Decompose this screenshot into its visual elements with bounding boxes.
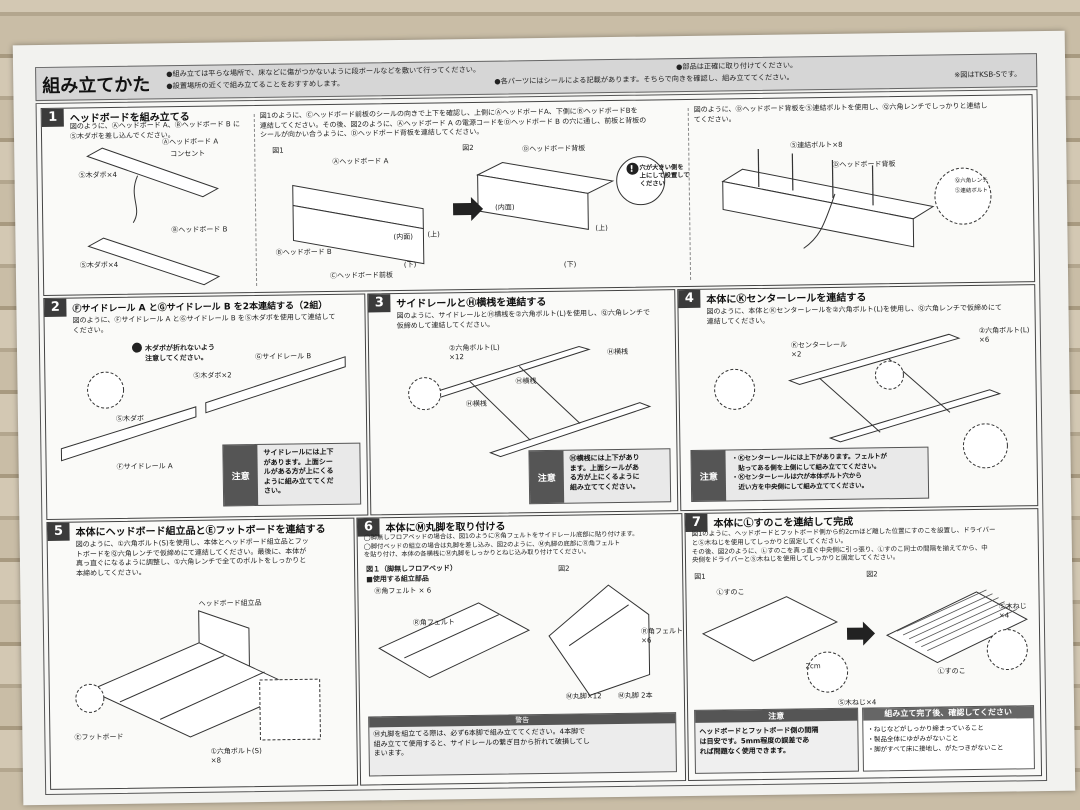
step-3-caution: 注意 Ⓗ横桟には上下があり ます。上面シールがあ る方が上にくるように 組み立て… [528, 448, 672, 505]
label-center-rail: Ⓚセンターレール ×2 [790, 340, 848, 359]
header-note-1: ●組み立ては平らな場所で、床などに傷がつかないように段ボールなどを敷いて行ってく… [166, 64, 481, 79]
step-6-panel: 6 本体にⓂ丸脚を取り付ける ◯脚無しフロアベッドの場合は、図1のようにⓇ角フェ… [356, 513, 687, 786]
label-headboard-b-2: Ⓑヘッドボード B [275, 247, 332, 257]
warning-text: Ⓜ丸脚を組立てる際は、必ず6本脚で組み立ててください。4本脚で 組み立てて使用す… [373, 727, 590, 758]
checklist-items: ・ねじなどがしっかり締まっていること ・製品全体にゆがみがないこと ・脚がすべて… [867, 723, 1004, 754]
label-wrench: Ⓠ六角レンチ [954, 177, 988, 185]
label-bolt-6: ②六角ボルト(L) ×6 [978, 326, 1030, 344]
label-headboard-a-2: Ⓐヘッドボード A [332, 157, 389, 166]
step-4-illustration [714, 333, 1008, 469]
label-headboard-a: Ⓐヘッドボード A [162, 137, 219, 147]
label-fig2: 図2 [462, 143, 474, 153]
step-5-illustration [75, 610, 321, 741]
step-6-warning: 警告 Ⓜ丸脚を組立てる際は、必ず6本脚で組み立ててください。4本脚で 組み立てて… [368, 712, 677, 777]
label-inner: (内面) [393, 232, 413, 242]
label-headboard-b: Ⓑヘッドボード B [171, 225, 228, 235]
label-leg-2: Ⓜ丸脚 2本 [617, 691, 653, 700]
step-7-illustration [701, 589, 1028, 693]
step-7-caution: 注意 ヘッドボードとフットボード側の間隔 は目安です。5mm程度の誤差であ れば… [694, 707, 859, 774]
label-front-panel: Ⓒヘッドボード前板 [329, 271, 394, 280]
label-headboard-assembly: ヘッドボード組立品 [198, 598, 262, 608]
caution-text: ・Ⓚセンターレールには上下があります。フェルトが 貼ってある側を上側にして組み立… [731, 452, 887, 491]
label-beam-3: Ⓗ横桟 [465, 399, 487, 409]
step-5-panel: 5 本体にヘッドボード組立品とⒺフットボードを連結する 図のように、①六角ボルト… [46, 517, 359, 790]
label-dowel-2: Ⓢ木ダボ×2 [193, 371, 232, 380]
label-beam-2: Ⓗ横桟 [515, 377, 537, 386]
label-screw-4: Ⓢ木ねじ×4 [837, 698, 877, 707]
label-footboard: Ⓔフットボード [74, 732, 124, 742]
caution-text: サイドレールには上下 があります。上面シー ルがある方が上にくる ように組み立て… [263, 447, 334, 495]
label-up-2: (上) [595, 224, 608, 233]
label-bolt: Ⓢ連結ボルト [954, 187, 988, 195]
caution-tag: 注意 [691, 450, 727, 501]
step-1-illustration: ! [86, 147, 992, 286]
label-felt: Ⓡ角フェルト [412, 618, 455, 627]
steps-frame: 1 ヘッドボードを組み立てる 図のように、Ⓐヘッドボード A、Ⓑヘッドボード B… [35, 89, 1048, 796]
checklist-title: 組み立て完了後、確認してください [863, 706, 1034, 721]
label-beam-1: Ⓗ横桟 [607, 347, 629, 357]
step-4-panel: 4 本体にⓀセンターレールを連結する 図のように、本体とⓀセンターレールを②六角… [677, 284, 1039, 512]
warning-tag: 警告 [369, 713, 676, 728]
completion-checklist: 組み立て完了後、確認してください ・ねじなどがしっかり締まっていること ・製品全… [862, 705, 1035, 772]
label-up: (上) [427, 230, 440, 239]
label-rail-a: Ⓕサイドレール A [116, 462, 173, 471]
step-6-illustration [378, 584, 651, 696]
label-dowel-a: Ⓢ木ダボ×4 [78, 170, 117, 180]
label-leg-12: Ⓜ丸脚×12 [565, 692, 602, 701]
caution-tag: 注意 [695, 708, 858, 723]
header-note-2: ●設置場所の近くで組み立てることをおすすめします。 [166, 78, 345, 91]
caution-tag: 注意 [529, 450, 565, 504]
label-dowel-b: Ⓢ木ダボ×4 [79, 260, 119, 270]
label-down-2: (下) [563, 260, 577, 269]
label-outlet: コンセント [170, 149, 206, 159]
label-down: (下) [403, 260, 417, 269]
label-screw-4b: Ⓢ木ねじ ×4 [998, 602, 1027, 620]
caution-text: Ⓗ横桟には上下があり ます。上面シールがあ る方が上にくるように 組み立ててくだ… [569, 453, 640, 492]
label-slat-2: Ⓛすのこ [937, 667, 966, 676]
step-3-panel: 3 サイドレールとⒽ横桟を連結する 図のように、サイドレールとⒽ横桟を②六角ボル… [367, 289, 679, 516]
step-2-caution: 注意 サイドレールには上下 があります。上面シー ルがある方が上にくる ように組… [222, 442, 362, 507]
label-bolt-12: ②六角ボルト(L) ×12 [448, 343, 500, 362]
header-note-4: ●部品は正確に取り付けてください。 [676, 60, 798, 72]
label-fig1: 図1 [272, 146, 284, 155]
label-back-panel-2: Ⓓヘッドボード背板 [832, 160, 896, 169]
label-bolt-8: Ⓢ連結ボルト×8 [790, 140, 843, 150]
label-felt-6b: Ⓡ角フェルト ×6 [640, 627, 684, 645]
label-dowel: Ⓢ木ダボ [115, 414, 145, 423]
caution-tag: 注意 [223, 445, 259, 506]
label-back-panel: Ⓓヘッドボード背板 [522, 144, 586, 154]
model-note: ※図はTKSB-Sです。 [954, 69, 1022, 80]
label-bolt-s: ①六角ボルト(S) ×8 [210, 746, 262, 765]
step-2-illustration [60, 342, 346, 462]
label-2cm: 2cm [805, 662, 821, 671]
step-4-caution: 注意 ・Ⓚセンターレールには上下があります。フェルトが 貼ってある側を上側にして… [690, 446, 930, 502]
instruction-sheet: 組み立てかた ●組み立ては平らな場所で、床などに傷がつかないように段ボールなどを… [12, 30, 1076, 806]
header-note-3: ●各パーツにはシールによる記載があります。そちらで向きを確認し、組み立ててくださ… [494, 72, 794, 86]
step-3-illustration [408, 345, 652, 458]
svg-text:!: ! [629, 165, 633, 175]
step-1-panel: 1 ヘッドボードを組み立てる 図のように、Ⓐヘッドボード A、Ⓑヘッドボード B… [40, 94, 1036, 296]
label-warn: 木ダボが折れないよう 注意してください。 [144, 343, 215, 363]
label-slat: Ⓛすのこ [716, 588, 745, 597]
label-inner-2: (内面) [495, 203, 515, 212]
step-7-panel: 7 本体にⓁすのこを連結して完成 図1のように、ヘッドボードとフットボード側から… [684, 508, 1043, 782]
page-title: 組み立てかた [42, 74, 151, 97]
label-rail-b: Ⓖサイドレール B [255, 352, 312, 362]
step-2-panel: 2 Ⓕサイドレール A とⒼサイドレール B を2本連結する（2組） 図のように… [43, 293, 369, 520]
label-hole-note: 穴が大きい側を 上にして設置して ください [639, 164, 690, 188]
caution-text: ヘッドボードとフットボード側の間隔 は目安です。5mm程度の誤差であ れば問題な… [699, 726, 819, 756]
